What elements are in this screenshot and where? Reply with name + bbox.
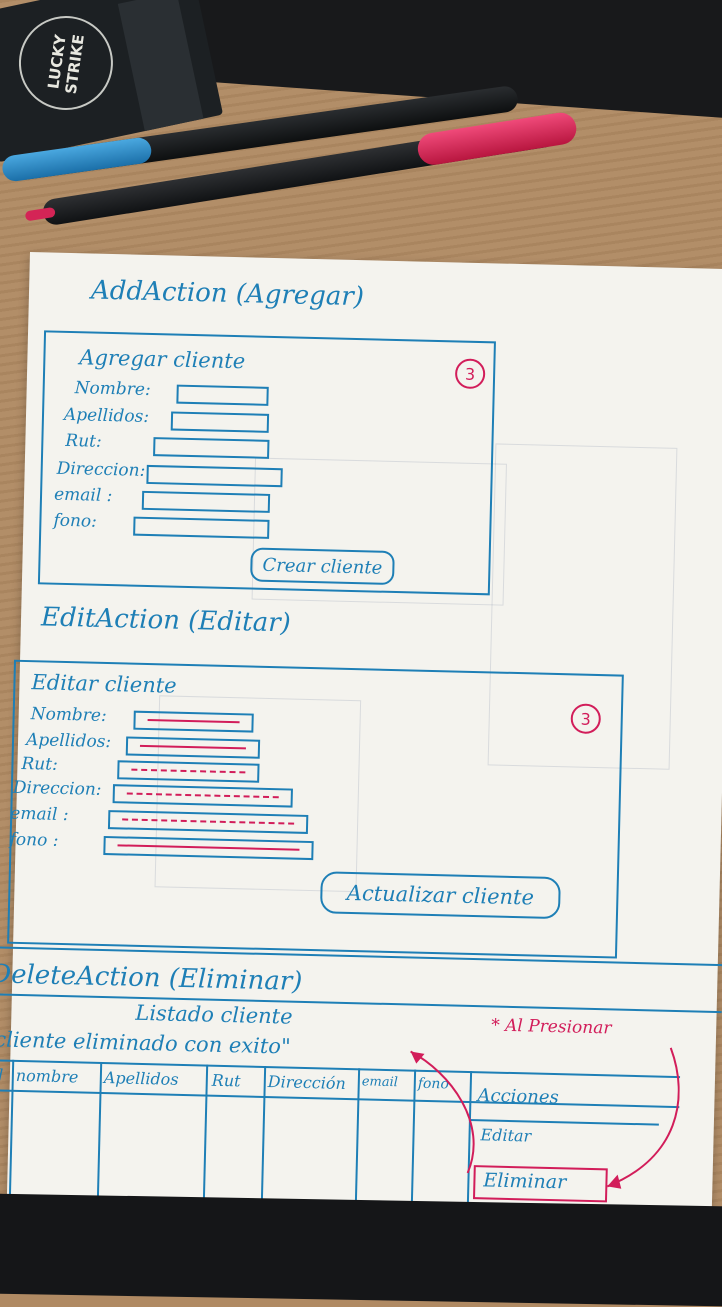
add-label-email: email : bbox=[53, 484, 113, 507]
edit-label-rut: Rut: bbox=[21, 753, 59, 775]
col-header-nombre: nombre bbox=[15, 1065, 79, 1087]
apellidos-value-scribble bbox=[139, 744, 246, 750]
box-side bbox=[117, 0, 204, 132]
add-fono-field[interactable] bbox=[133, 516, 270, 539]
foreground-shadow bbox=[0, 1193, 722, 1307]
email-value-scribble bbox=[122, 818, 295, 825]
col-header-rut: Rut bbox=[211, 1070, 241, 1091]
edit-label-fono: fono : bbox=[9, 829, 59, 851]
add-label-rut: Rut: bbox=[65, 430, 102, 452]
edit-label-nombre: Nombre: bbox=[30, 704, 107, 727]
add-label-fono: fono: bbox=[53, 510, 98, 532]
edit-label-apellidos: Apellidos: bbox=[25, 730, 112, 753]
success-message: "cliente eliminado con exito" bbox=[0, 1027, 291, 1059]
actualizar-cliente-button[interactable]: Actualizar cliente bbox=[319, 871, 561, 920]
list-title: Listado cliente bbox=[135, 1000, 293, 1029]
edit-label-email: email : bbox=[10, 803, 69, 826]
edit-nombre-field[interactable] bbox=[133, 710, 254, 733]
add-rut-field[interactable] bbox=[153, 437, 270, 459]
crear-cliente-button[interactable]: Crear cliente bbox=[250, 547, 395, 585]
edit-rut-field[interactable] bbox=[117, 760, 260, 783]
section-divider bbox=[0, 993, 722, 1014]
add-label-nombre: Nombre: bbox=[74, 378, 151, 400]
add-label-apellidos: Apellidos: bbox=[63, 404, 150, 427]
edit-heading: EditAction (Editar) bbox=[40, 602, 292, 639]
add-direccion-field[interactable] bbox=[146, 464, 283, 488]
nombre-value-scribble bbox=[147, 719, 240, 724]
add-apellidos-field[interactable] bbox=[170, 411, 270, 433]
add-nombre-field[interactable] bbox=[176, 384, 269, 406]
add-email-field[interactable] bbox=[141, 490, 271, 513]
edit-card-title: Editar cliente bbox=[31, 670, 177, 698]
add-label-direccion: Direccion: bbox=[56, 458, 146, 481]
col-header-direccion: Dirección bbox=[267, 1072, 347, 1093]
rut-value-scribble bbox=[131, 768, 246, 774]
box-logo: LUCKY STRIKE bbox=[12, 9, 120, 117]
direccion-value-scribble bbox=[126, 792, 279, 799]
sketch-paper: AddAction (Agregar) Agregar cliente 3 No… bbox=[0, 252, 722, 1269]
col-header-id: id bbox=[0, 1065, 4, 1085]
add-card-title: Agregar cliente bbox=[79, 345, 246, 374]
edit-apellidos-field[interactable] bbox=[125, 736, 261, 759]
edit-label-direccion: Direccion: bbox=[12, 777, 102, 800]
fono-value-scribble bbox=[117, 844, 300, 851]
flow-arrow bbox=[410, 1047, 680, 1189]
add-heading: AddAction (Agregar) bbox=[90, 275, 365, 313]
delete-heading: DeleteAction (Eliminar) bbox=[0, 959, 303, 997]
col-header-apellidos: Apellidos bbox=[103, 1068, 179, 1089]
